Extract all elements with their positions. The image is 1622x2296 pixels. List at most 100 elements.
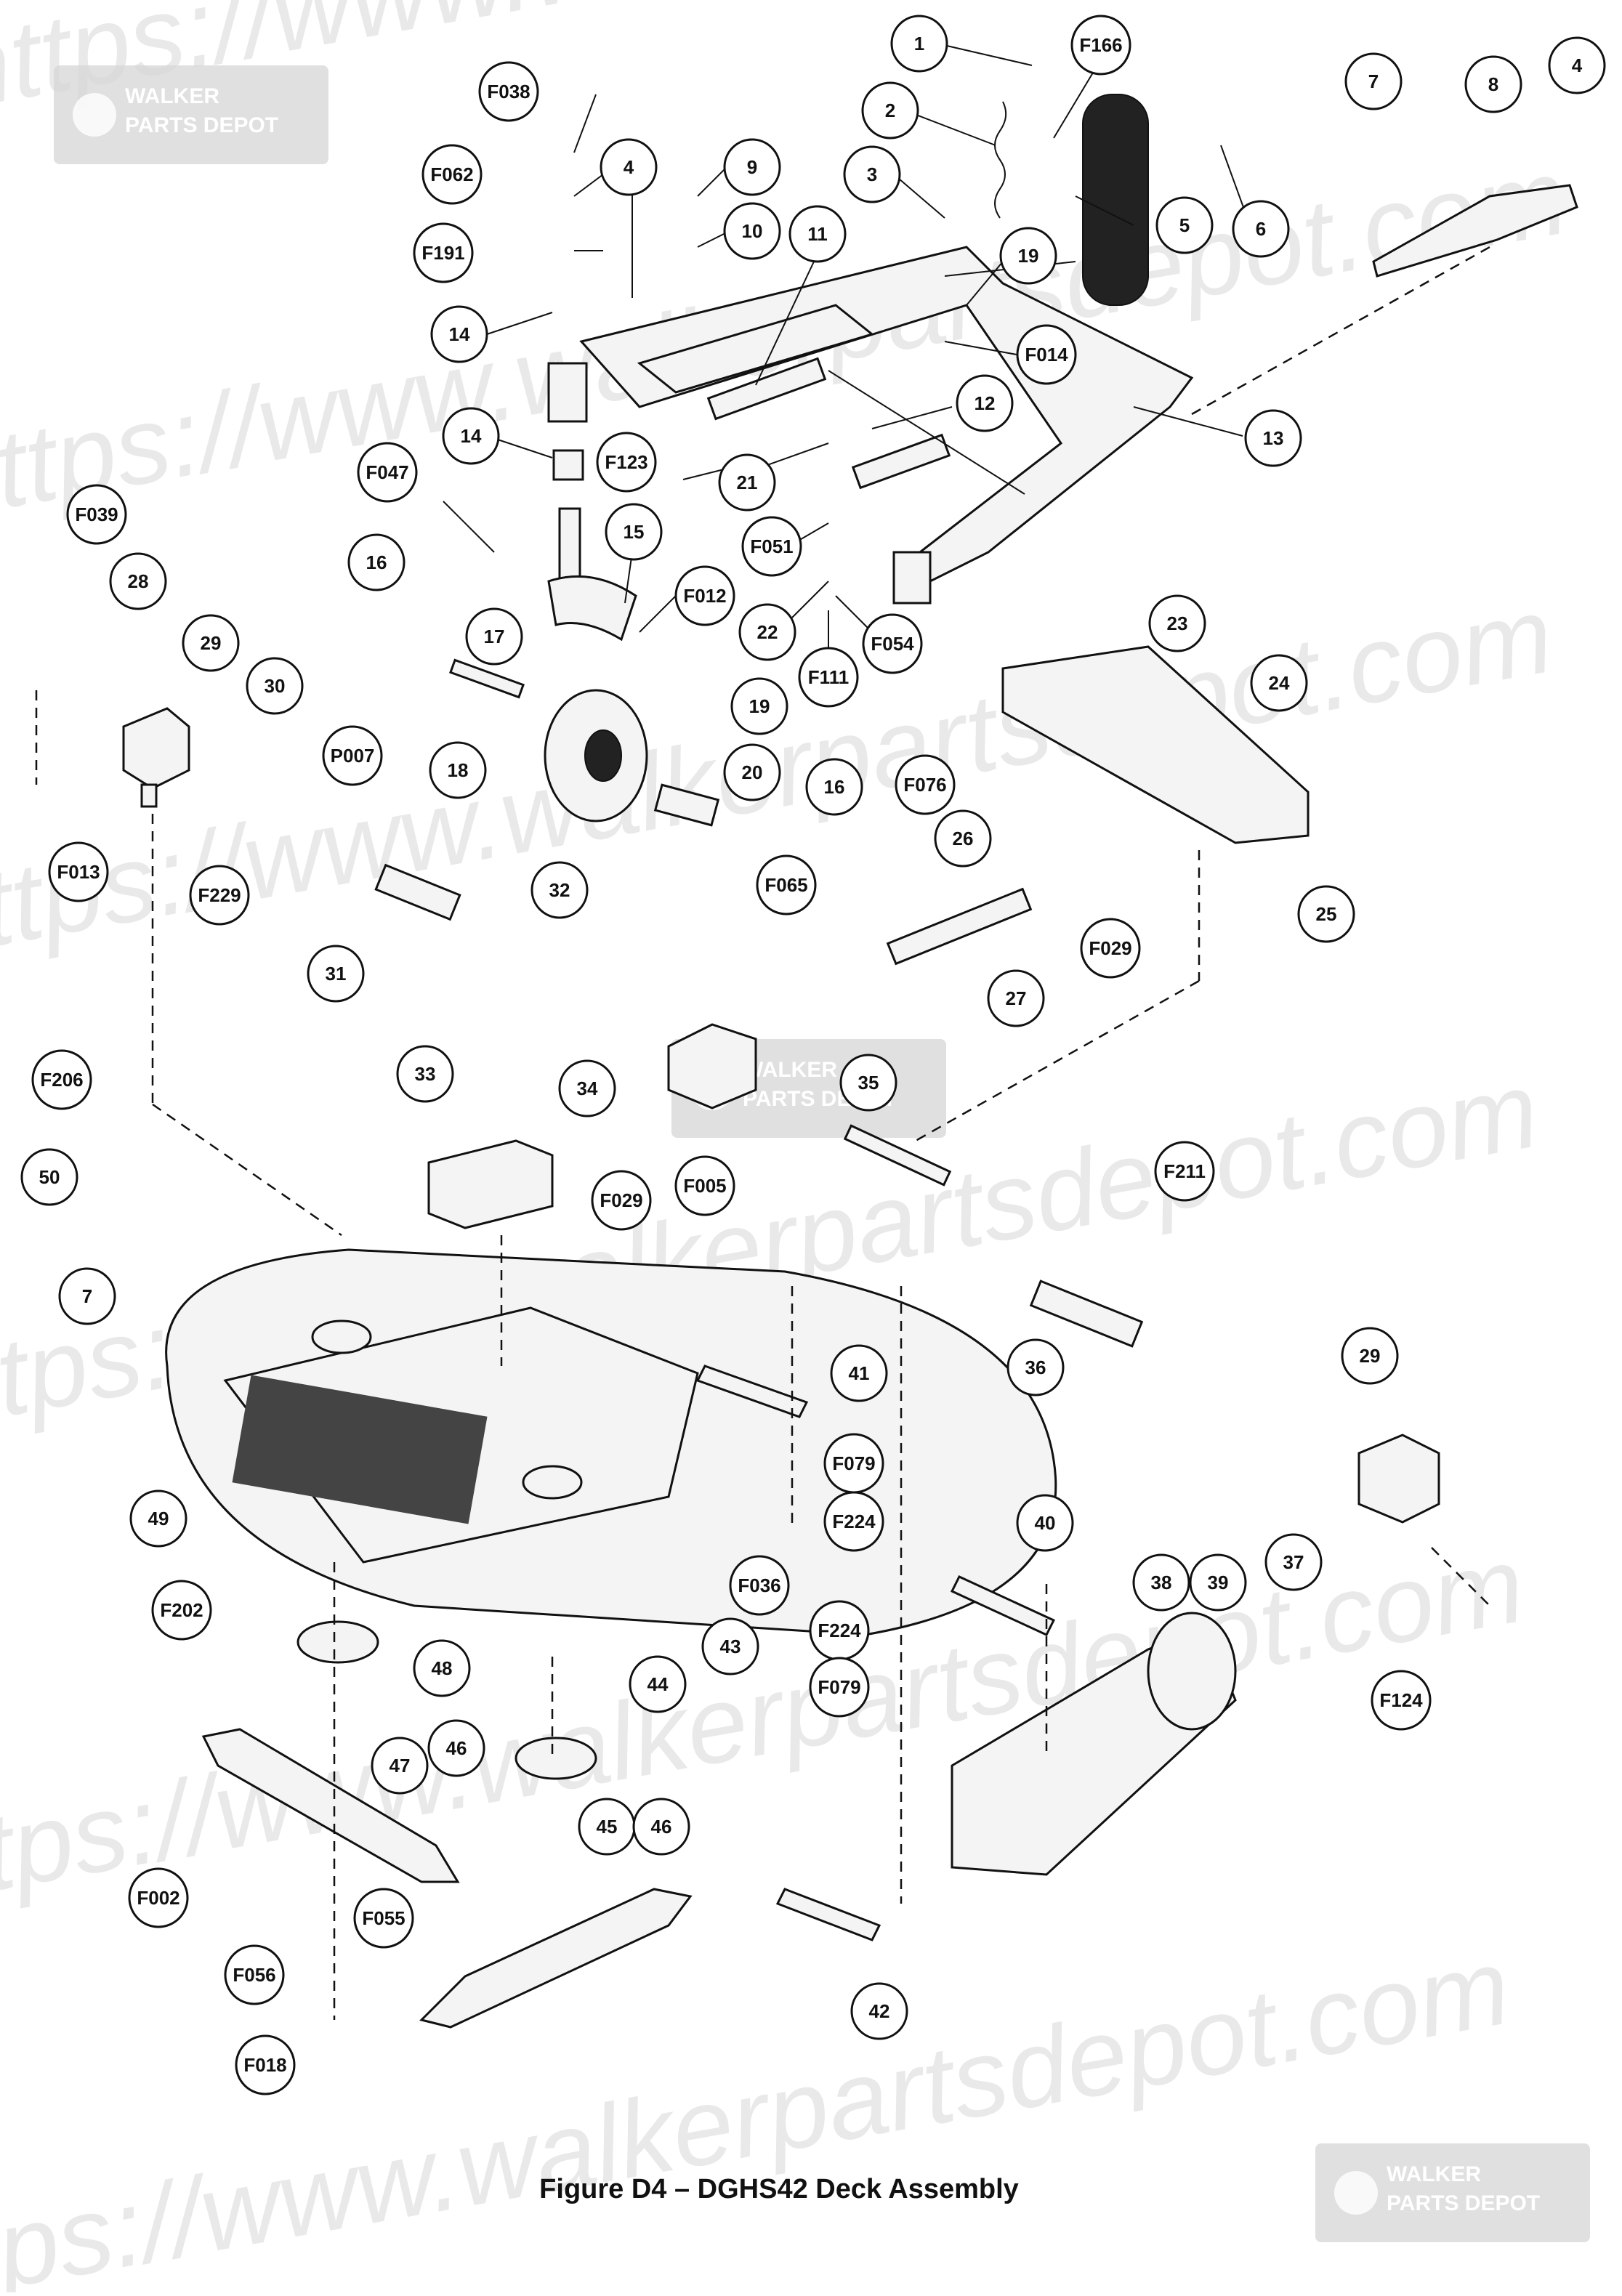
- svg-text:16: 16: [824, 776, 845, 798]
- svg-text:14: 14: [449, 323, 470, 345]
- wheel-axle: [449, 658, 525, 699]
- callout-F111: F111: [798, 647, 859, 708]
- callout-25: 25: [1297, 885, 1355, 943]
- svg-text:31: 31: [326, 963, 347, 985]
- callout-F038: F038: [478, 61, 539, 122]
- callout-11: 11: [788, 205, 847, 263]
- badge-line1: WALKER: [125, 84, 219, 108]
- callout-F039: F039: [66, 484, 127, 545]
- svg-text:18: 18: [448, 759, 469, 781]
- callout-30: 30: [246, 657, 304, 715]
- callout-F005: F005: [674, 1155, 735, 1216]
- svg-text:13: 13: [1263, 427, 1284, 449]
- svg-text:21: 21: [737, 472, 758, 493]
- svg-text:15: 15: [624, 521, 645, 543]
- svg-text:37: 37: [1283, 1551, 1304, 1573]
- assembly-lines: [35, 246, 1490, 2020]
- svg-text:30: 30: [265, 675, 286, 697]
- callout-7: 7: [1344, 52, 1403, 110]
- callout-F002: F002: [128, 1867, 189, 1928]
- svg-text:F002: F002: [137, 1887, 179, 1909]
- callout-6: 6: [1232, 200, 1290, 258]
- callout-10: 10: [723, 202, 781, 260]
- svg-text:F065: F065: [764, 874, 807, 896]
- callout-F123: F123: [596, 432, 657, 493]
- badge-line1: WALKER: [743, 1058, 837, 1082]
- svg-text:F018: F018: [243, 2054, 286, 2076]
- svg-text:47: 47: [390, 1755, 411, 1776]
- callout-31: 31: [307, 945, 365, 1003]
- svg-text:46: 46: [446, 1737, 467, 1759]
- callout-1: 1: [890, 15, 948, 73]
- callout-7: 7: [58, 1267, 116, 1325]
- handle-bar: [1372, 184, 1578, 278]
- belt-cover: [1001, 645, 1310, 844]
- mower-deck: [165, 1248, 1057, 1636]
- svg-text:F012: F012: [683, 585, 726, 607]
- callout-17: 17: [465, 607, 523, 666]
- svg-text:7: 7: [82, 1285, 92, 1307]
- callout-F029: F029: [1080, 918, 1141, 979]
- svg-text:43: 43: [720, 1636, 741, 1657]
- discharge-chute: [951, 1612, 1237, 1876]
- svg-text:49: 49: [148, 1508, 169, 1529]
- callout-F202: F202: [151, 1580, 212, 1641]
- callout-F166: F166: [1070, 15, 1131, 76]
- callout-F065: F065: [756, 854, 817, 915]
- callout-32: 32: [530, 861, 589, 919]
- svg-text:35: 35: [858, 1072, 879, 1094]
- svg-text:16: 16: [366, 551, 387, 573]
- callout-F124: F124: [1371, 1670, 1432, 1731]
- callout-41: 41: [830, 1344, 888, 1402]
- svg-text:19: 19: [1018, 245, 1039, 267]
- svg-text:46: 46: [651, 1816, 672, 1838]
- callout-19: 19: [730, 677, 788, 735]
- svg-text:F124: F124: [1379, 1689, 1423, 1711]
- callout-16: 16: [805, 758, 863, 816]
- svg-text:24: 24: [1269, 672, 1290, 694]
- svg-text:41: 41: [849, 1362, 870, 1384]
- callout-9: 9: [723, 138, 781, 196]
- callout-13: 13: [1244, 409, 1302, 467]
- svg-text:F123: F123: [605, 451, 647, 473]
- svg-text:F013: F013: [57, 861, 100, 883]
- callout-4: 4: [600, 138, 658, 196]
- callout-F054: F054: [862, 613, 923, 674]
- svg-text:44: 44: [647, 1673, 669, 1695]
- baffle-41: [695, 1365, 809, 1418]
- svg-text:12: 12: [975, 392, 996, 414]
- callout-3: 3: [843, 145, 901, 203]
- callout-F051: F051: [741, 516, 802, 577]
- svg-text:27: 27: [1006, 987, 1027, 1009]
- svg-text:26: 26: [953, 828, 974, 849]
- svg-text:11: 11: [807, 223, 828, 245]
- gearbox-right: [1357, 1434, 1440, 1524]
- svg-text:F029: F029: [600, 1189, 642, 1211]
- callout-5: 5: [1155, 196, 1214, 254]
- callout-F224: F224: [823, 1491, 884, 1552]
- callout-22: 22: [738, 603, 796, 661]
- callout-29: 29: [182, 614, 240, 672]
- callout-19: 19: [999, 227, 1057, 285]
- baffle-40: [950, 1575, 1056, 1636]
- svg-text:22: 22: [757, 621, 778, 643]
- svg-text:F211: F211: [1163, 1160, 1206, 1182]
- callout-34: 34: [558, 1059, 616, 1117]
- callout-26: 26: [934, 809, 992, 868]
- callout-F076: F076: [895, 754, 956, 815]
- driveshaft-left: [374, 863, 461, 921]
- svg-text:P007: P007: [331, 745, 375, 767]
- svg-text:F206: F206: [40, 1069, 83, 1091]
- svg-text:29: 29: [1360, 1345, 1381, 1367]
- badge-logo-icon: [73, 93, 116, 137]
- svg-text:3: 3: [867, 163, 877, 185]
- callout-46: 46: [427, 1719, 485, 1777]
- svg-text:4: 4: [624, 156, 634, 178]
- svg-text:8: 8: [1488, 73, 1498, 95]
- svg-text:5: 5: [1179, 214, 1190, 236]
- callout-P007: P007: [322, 725, 383, 786]
- callout-2: 2: [861, 81, 919, 140]
- svg-text:10: 10: [742, 220, 763, 242]
- callout-F079: F079: [823, 1433, 884, 1494]
